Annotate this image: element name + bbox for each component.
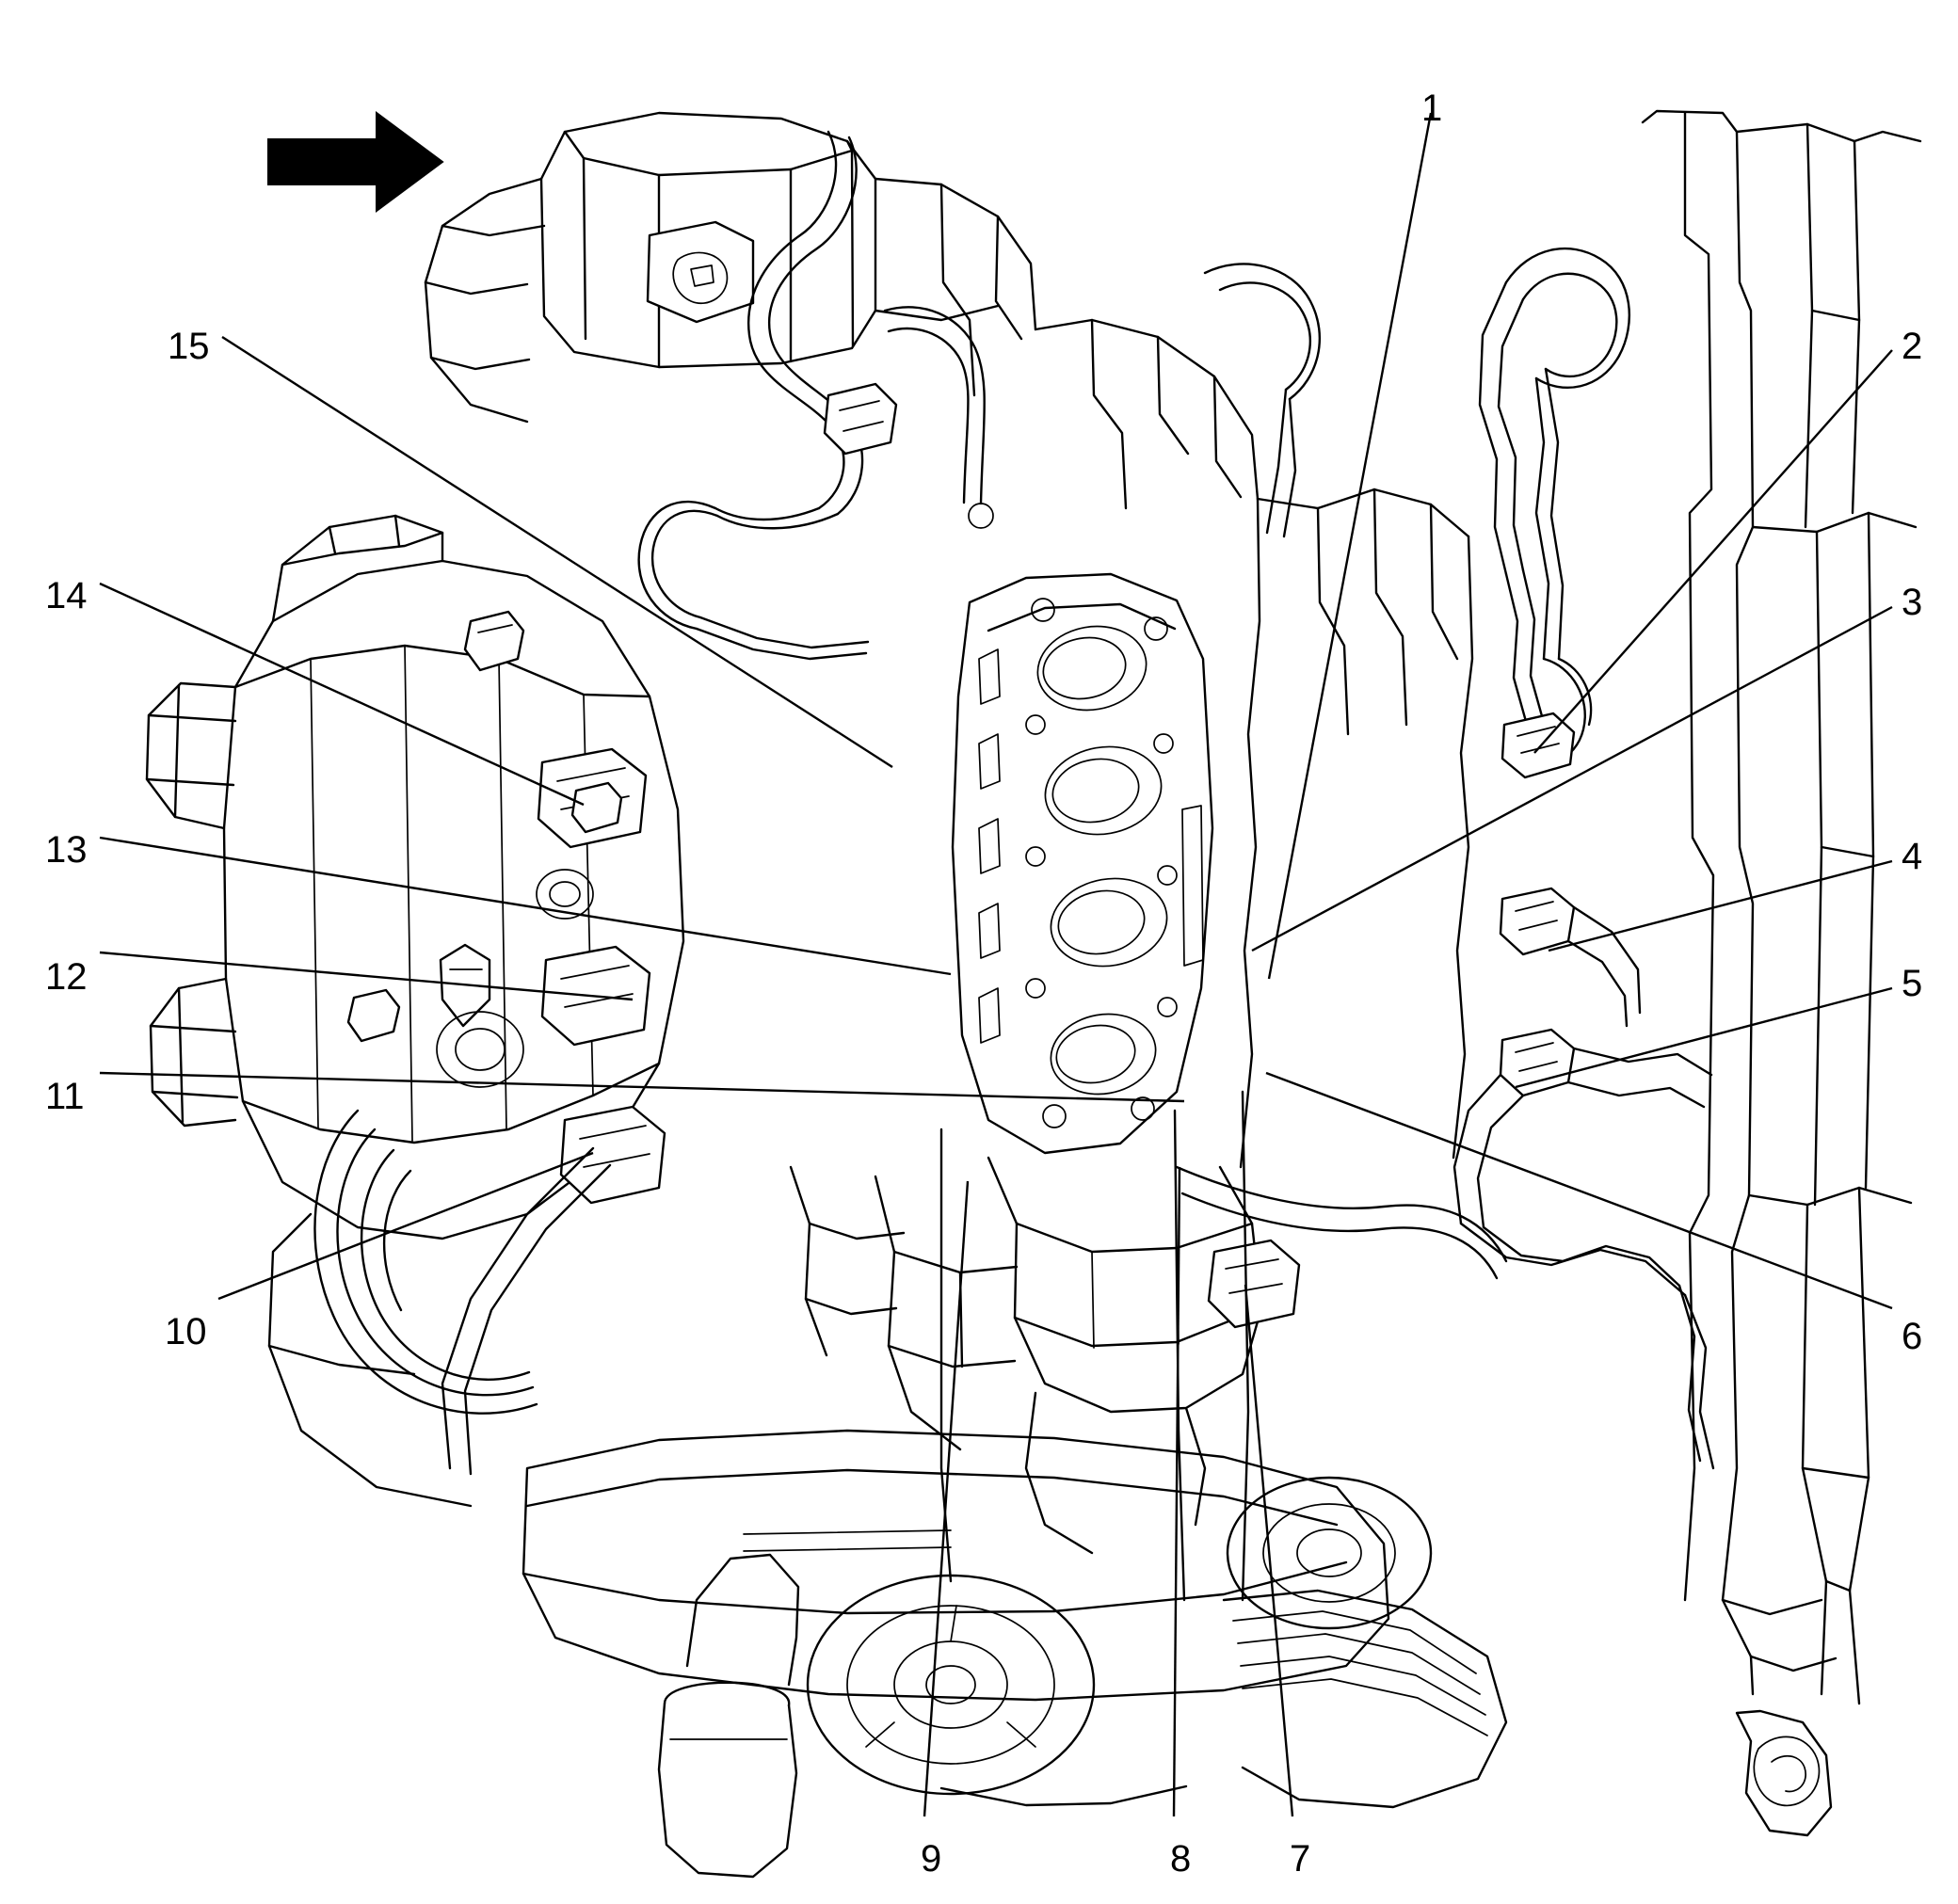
leader-4 <box>1548 859 1893 952</box>
leader-11 <box>99 1071 1185 1103</box>
upper-hose-group <box>637 130 1322 661</box>
callout-label-10: 10 <box>165 1311 207 1352</box>
callout-label-3: 3 <box>1902 582 1923 623</box>
callout-label-14: 14 <box>45 575 88 616</box>
leader-10 <box>217 1151 594 1301</box>
callout-label-5: 5 <box>1902 963 1923 1004</box>
callout-label-4: 4 <box>1902 836 1923 877</box>
leader-12 <box>99 951 634 1001</box>
callout-label-2: 2 <box>1902 326 1923 367</box>
leader-2 <box>1533 349 1893 754</box>
callout-label-11: 11 <box>45 1076 85 1117</box>
right-hose-group <box>1452 247 1715 1470</box>
callout-label-12: 12 <box>45 956 88 998</box>
engine-top-cover-group <box>424 111 1037 424</box>
leader-3 <box>1251 605 1893 952</box>
oil-pan-group <box>522 1429 1508 1879</box>
fan-shroud-group <box>1641 109 1922 1837</box>
callout-label-6: 6 <box>1902 1316 1923 1357</box>
leader-14 <box>99 582 585 807</box>
leader-1 <box>1267 112 1433 980</box>
callout-label-15: 15 <box>168 326 210 367</box>
upper-right-detail-group <box>1034 318 1474 1169</box>
callout-label-13: 13 <box>45 829 88 871</box>
leader-lines-group <box>99 112 1893 1817</box>
cylinder-head-group <box>951 572 1214 1155</box>
leader-15 <box>221 335 893 769</box>
leader-13 <box>99 836 952 976</box>
leader-5 <box>1515 986 1893 1089</box>
callout-label-8: 8 <box>1170 1838 1192 1880</box>
engine-block-left-group <box>145 514 685 1240</box>
callout-label-9: 9 <box>921 1838 942 1880</box>
engine-artwork-group <box>145 109 1922 1879</box>
misc-detail-group <box>346 610 1250 1602</box>
leader-7 <box>1244 1284 1294 1817</box>
callout-label-7: 7 <box>1290 1838 1311 1880</box>
direction-arrow-shape <box>267 111 444 213</box>
lower-block-detail-group <box>874 1156 1508 1555</box>
leader-9 <box>923 1180 970 1817</box>
bellhousing-group <box>267 1109 538 1508</box>
leader-6 <box>1265 1071 1893 1310</box>
leader-8 <box>1172 1166 1181 1817</box>
callout-label-1: 1 <box>1421 88 1443 129</box>
